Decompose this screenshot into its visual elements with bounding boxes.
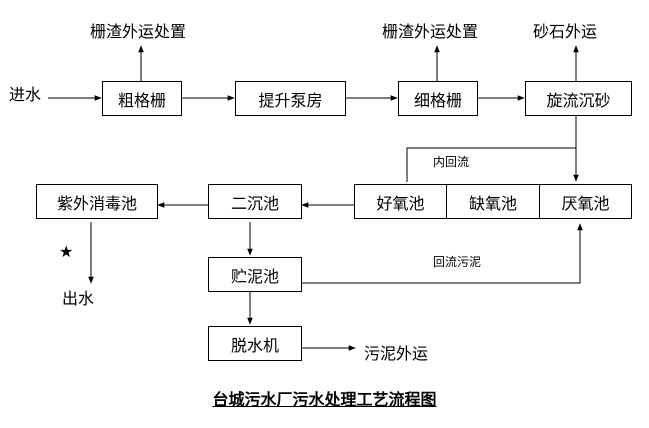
box-sludge-tank: 贮泥池 bbox=[208, 257, 302, 292]
label-sludge-return: 回流污泥 bbox=[433, 255, 482, 269]
box-grit-chamber: 旋流沉砂 bbox=[525, 81, 632, 116]
label-screenings-2: 栅渣外运处置 bbox=[382, 22, 479, 41]
box-anaerobic: 厌氧池 bbox=[539, 184, 632, 219]
box-aerobic: 好氧池 bbox=[354, 184, 447, 219]
sludge-return-line bbox=[299, 223, 583, 284]
caption-text: 台城污水厂污水处理工艺流程图 bbox=[212, 390, 437, 409]
box-secondary-clarifier: 二沉池 bbox=[208, 184, 302, 219]
internal-recycle-line bbox=[406, 147, 576, 182]
box-uv-disinfection: 紫外消毒池 bbox=[36, 184, 158, 219]
box-lift-pump: 提升泵房 bbox=[235, 81, 346, 116]
box-dewatering: 脱水机 bbox=[208, 326, 302, 361]
label-inlet: 进水 bbox=[9, 85, 42, 104]
star-marker: ★ bbox=[59, 242, 74, 261]
label-screenings-1: 栅渣外运处置 bbox=[90, 22, 187, 41]
label-sludge-out: 污泥外运 bbox=[364, 344, 429, 363]
label-effluent: 出水 bbox=[62, 289, 95, 308]
label-grit-out: 砂石外运 bbox=[533, 22, 598, 41]
label-internal-recycle: 内回流 bbox=[433, 155, 470, 169]
box-fine-screen: 细格栅 bbox=[398, 81, 478, 116]
box-anoxic: 缺氧池 bbox=[446, 184, 540, 219]
diagram-caption: 台城污水厂污水处理工艺流程图 bbox=[0, 386, 649, 410]
box-coarse-screen: 粗格栅 bbox=[102, 81, 182, 116]
